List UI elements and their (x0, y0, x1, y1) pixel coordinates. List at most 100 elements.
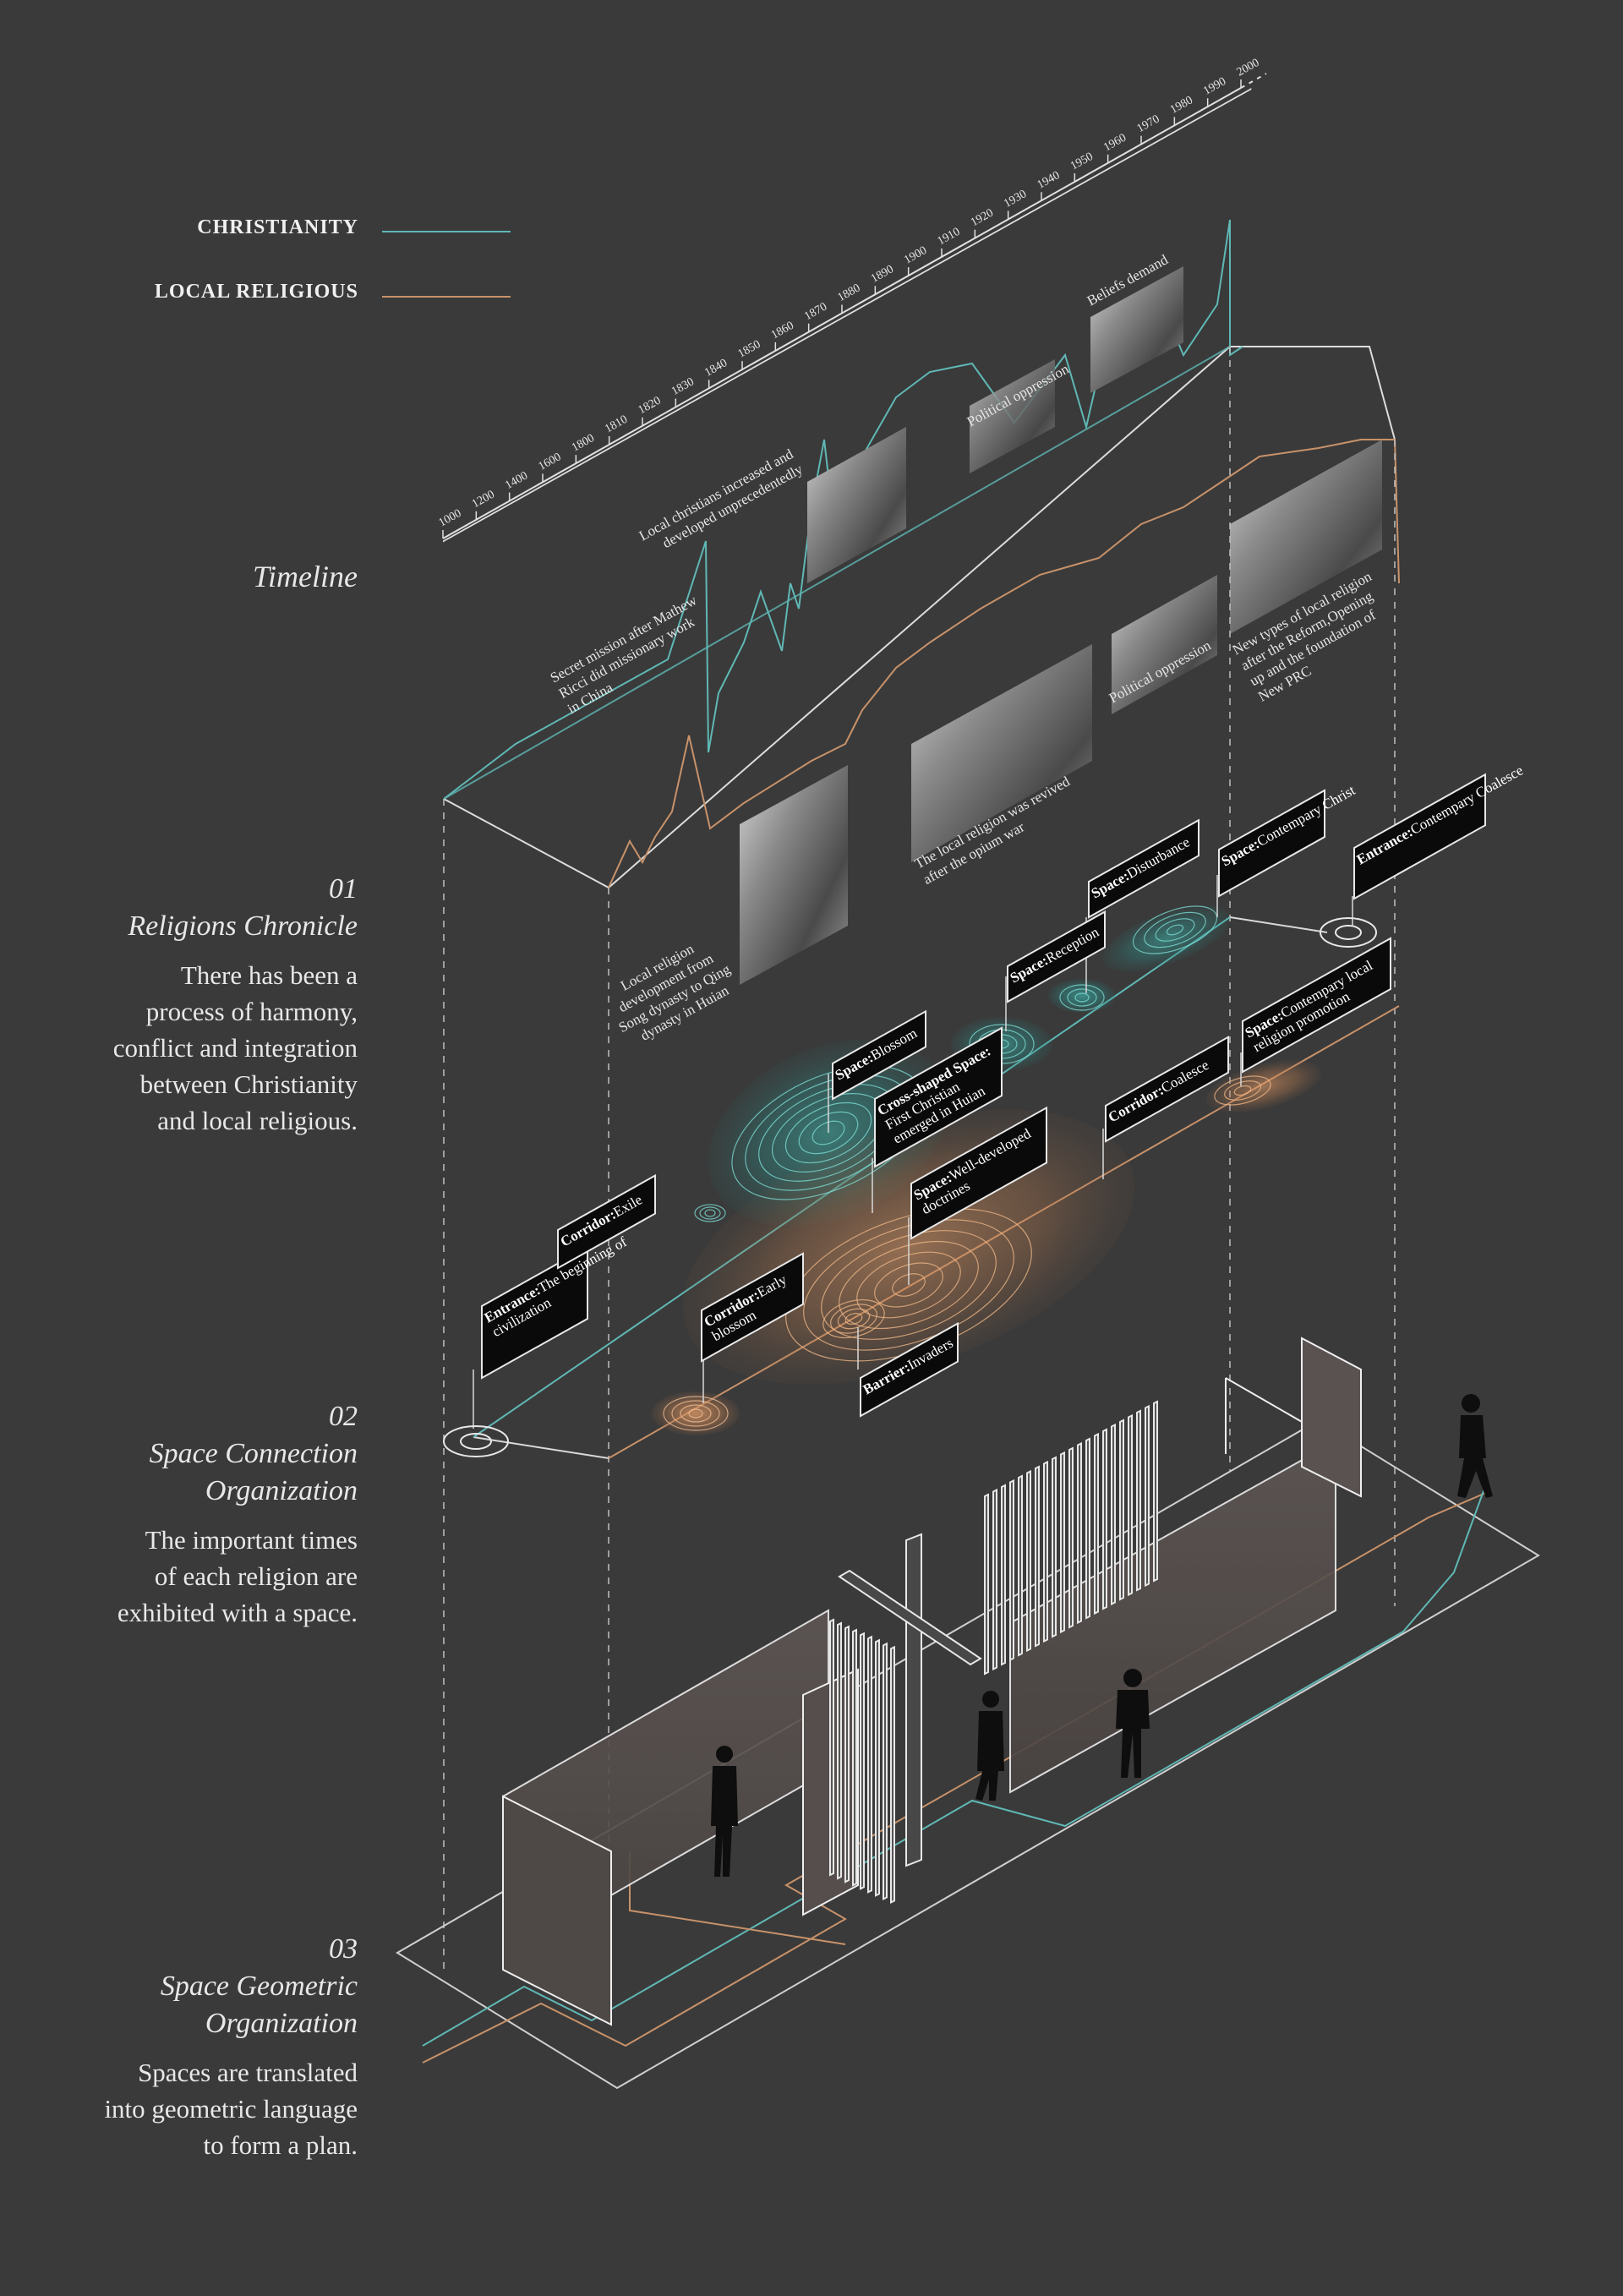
year-label: 1830 (669, 375, 697, 398)
legend-label-christianity: CHRISTIANITY (197, 216, 358, 238)
glow-early-blossom (652, 1391, 740, 1435)
slat (844, 1625, 850, 1883)
space-ring (1214, 1075, 1271, 1106)
entrance-ring-end (1320, 917, 1377, 948)
year-label: 1890 (869, 263, 896, 286)
node-tag: Entrance:Contempary Coalesce (1353, 762, 1526, 900)
local-religious-curve (608, 439, 1400, 888)
slat (883, 1642, 888, 1900)
timeline-axis-group (443, 88, 1251, 543)
year-label: 1950 (1068, 150, 1096, 173)
space-ring (1144, 911, 1206, 948)
slat (867, 1635, 872, 1894)
entrance-ring-end-inner (1335, 925, 1362, 940)
space-ring (1074, 992, 1090, 1003)
year-label: 1940 (1036, 169, 1063, 192)
section-03-desc-line: to form a plan. (203, 2130, 358, 2160)
space-ring (892, 1273, 926, 1297)
cross-beam (838, 1569, 982, 1666)
photo-pagoda (740, 765, 848, 985)
space-ring (821, 1230, 997, 1340)
timeline-title: Timeline (253, 560, 358, 593)
year-label: 1900 (902, 244, 929, 267)
photo-oppression-bottom (1112, 575, 1217, 714)
section-02-number: 02 (329, 1401, 358, 1432)
photo-church (807, 427, 906, 583)
node-tag: Space:Reception (1007, 910, 1106, 1003)
section-02-desc-line: The important times (145, 1525, 358, 1555)
section-03-title-line: Space Geometric (160, 1971, 358, 2002)
slat (1077, 1441, 1082, 1625)
space-ring (844, 1313, 863, 1325)
slat (890, 1645, 895, 1905)
section-01-desc-line: conflict and integration (112, 1033, 358, 1063)
person-1 (711, 1746, 738, 1877)
year-label: 1800 (570, 432, 597, 455)
slat (1018, 1474, 1023, 1657)
year-label: 1820 (637, 395, 664, 418)
section-02-title-line: Organization (205, 1475, 358, 1506)
year-label: 1920 (969, 206, 996, 229)
space-ring (671, 1400, 720, 1427)
section-01: 01 Religions Chronicle There has been a … (113, 871, 358, 1139)
cross-structure (838, 1533, 982, 1867)
year-label: 1870 (802, 301, 829, 324)
space-ring (1155, 918, 1195, 942)
space-ring (837, 1308, 871, 1330)
entrance-ring-start-inner (460, 1433, 492, 1450)
slat (1043, 1460, 1048, 1643)
glow-small-teal (1048, 979, 1116, 1013)
space-ring (680, 1404, 712, 1423)
space-ring (830, 1304, 877, 1334)
legend-line-christianity (382, 231, 511, 232)
entrance-rings (443, 917, 1377, 1457)
space-ring (784, 1102, 872, 1164)
legend-line-local-religious (382, 296, 511, 298)
photo-new-religion (1230, 440, 1382, 634)
slat (1153, 1400, 1158, 1583)
annotation-local-christians: Local christians increased and developed… (637, 444, 808, 560)
space-ring (699, 1206, 721, 1220)
annotation-local-religion-dev: Local religion development from Song dyn… (598, 928, 745, 1051)
section-03: 03 Space Geometric Organization Spaces a… (104, 1931, 358, 2163)
slat (837, 1621, 842, 1880)
section-01-desc-line: and local religious. (157, 1106, 358, 1135)
slat (1102, 1428, 1107, 1610)
year-label: 1200 (470, 489, 497, 511)
section-02: 02 Space Connection Organization The imp… (117, 1398, 358, 1631)
year-label: 2000 (1235, 57, 1262, 79)
space-ring (1067, 988, 1097, 1007)
photo-panels (740, 266, 1382, 985)
node-tag: Space:Contempary Christ (1218, 782, 1358, 898)
year-label: 1810 (603, 413, 630, 436)
projection-lines (443, 347, 1396, 2020)
slat (1026, 1469, 1031, 1653)
space-ring (1132, 905, 1218, 954)
node-tag: Corridor:Earlyblossom (701, 1252, 804, 1363)
slat (1145, 1404, 1150, 1588)
entrance-ring-start (443, 1425, 509, 1457)
people (711, 1394, 1493, 1877)
slat (1052, 1456, 1057, 1638)
space-ring (663, 1396, 729, 1431)
building-walls (502, 1337, 1362, 2026)
section-02-title-line: Space Connection (149, 1438, 358, 1469)
section-02-desc-line: exhibited with a space. (117, 1598, 358, 1627)
space-ring (812, 1120, 845, 1145)
year-label: 1840 (702, 357, 730, 380)
year-label: 1880 (836, 282, 863, 304)
space-ring (704, 1209, 716, 1217)
slat (1111, 1423, 1116, 1606)
person-2 (975, 1691, 1004, 1801)
slat (1009, 1479, 1014, 1662)
wall-right-fin (1301, 1337, 1362, 1498)
space-ring (874, 1262, 943, 1308)
connection-entrance-line (473, 1436, 609, 1459)
section-01-title-line: Religions Chronicle (128, 910, 358, 942)
section-03-number: 03 (329, 1933, 358, 1965)
photo-oppression-top (970, 359, 1055, 473)
slat (860, 1632, 865, 1890)
year-label: 1980 (1168, 94, 1195, 117)
slat (1085, 1437, 1090, 1620)
